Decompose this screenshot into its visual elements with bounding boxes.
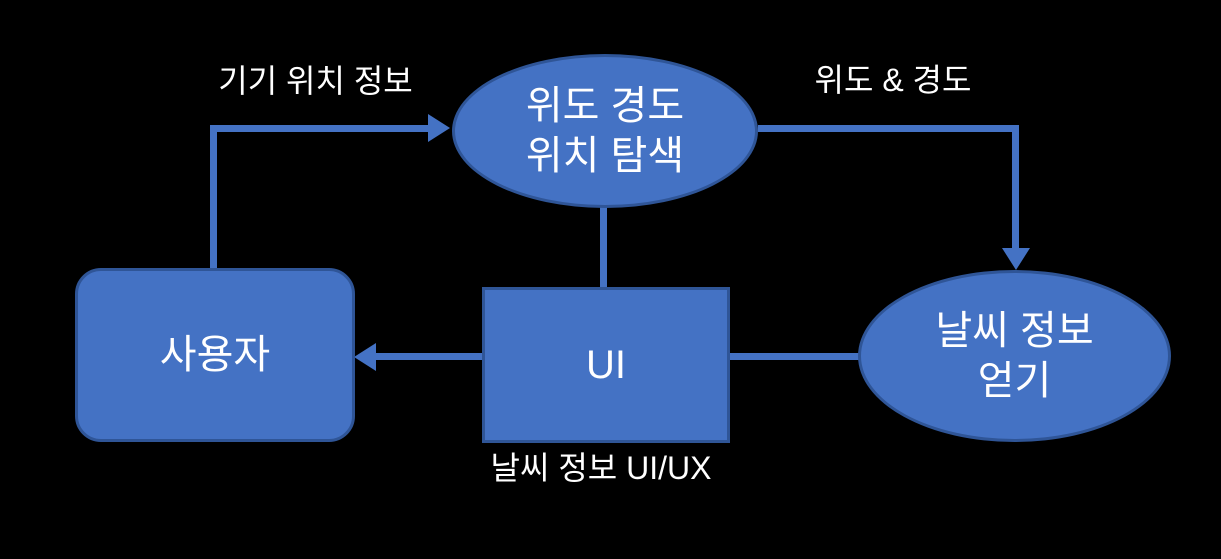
edge-label-weather-ui-ux: 날씨 정보 UI/UX [490, 450, 712, 486]
node-location-search: 위도 경도 위치 탐색 [452, 54, 758, 208]
edge-label-device-location: 기기 위치 정보 [218, 63, 413, 99]
node-weather-label-line2: 얻기 [977, 359, 1052, 403]
node-user: 사용자 [75, 268, 355, 442]
node-weather: 날씨 정보 얻기 [858, 270, 1171, 442]
node-ui: UI [482, 287, 730, 443]
edge-ui-to-user-line [376, 353, 482, 360]
arrowhead-down-icon [1002, 248, 1030, 270]
node-ui-label: UI [586, 343, 626, 387]
node-user-label: 사용자 [159, 333, 271, 377]
node-weather-label-line1: 날씨 정보 [935, 309, 1094, 353]
arrowhead-right-icon [428, 114, 450, 142]
node-location-search-label-line2: 위치 탐색 [525, 134, 685, 178]
edge-user-to-search-horizontal [210, 125, 428, 132]
edge-search-to-weather-horizontal [758, 125, 1016, 132]
edge-user-to-search-vertical [210, 125, 217, 268]
edge-weather-to-ui-line [728, 353, 860, 360]
arrowhead-left-icon [354, 343, 376, 371]
edge-search-to-ui-line [600, 206, 607, 289]
edge-label-lat-long: 위도 & 경도 [814, 62, 972, 98]
node-location-search-label-line1: 위도 경도 [525, 84, 685, 128]
edge-search-to-weather-vertical [1012, 125, 1019, 250]
